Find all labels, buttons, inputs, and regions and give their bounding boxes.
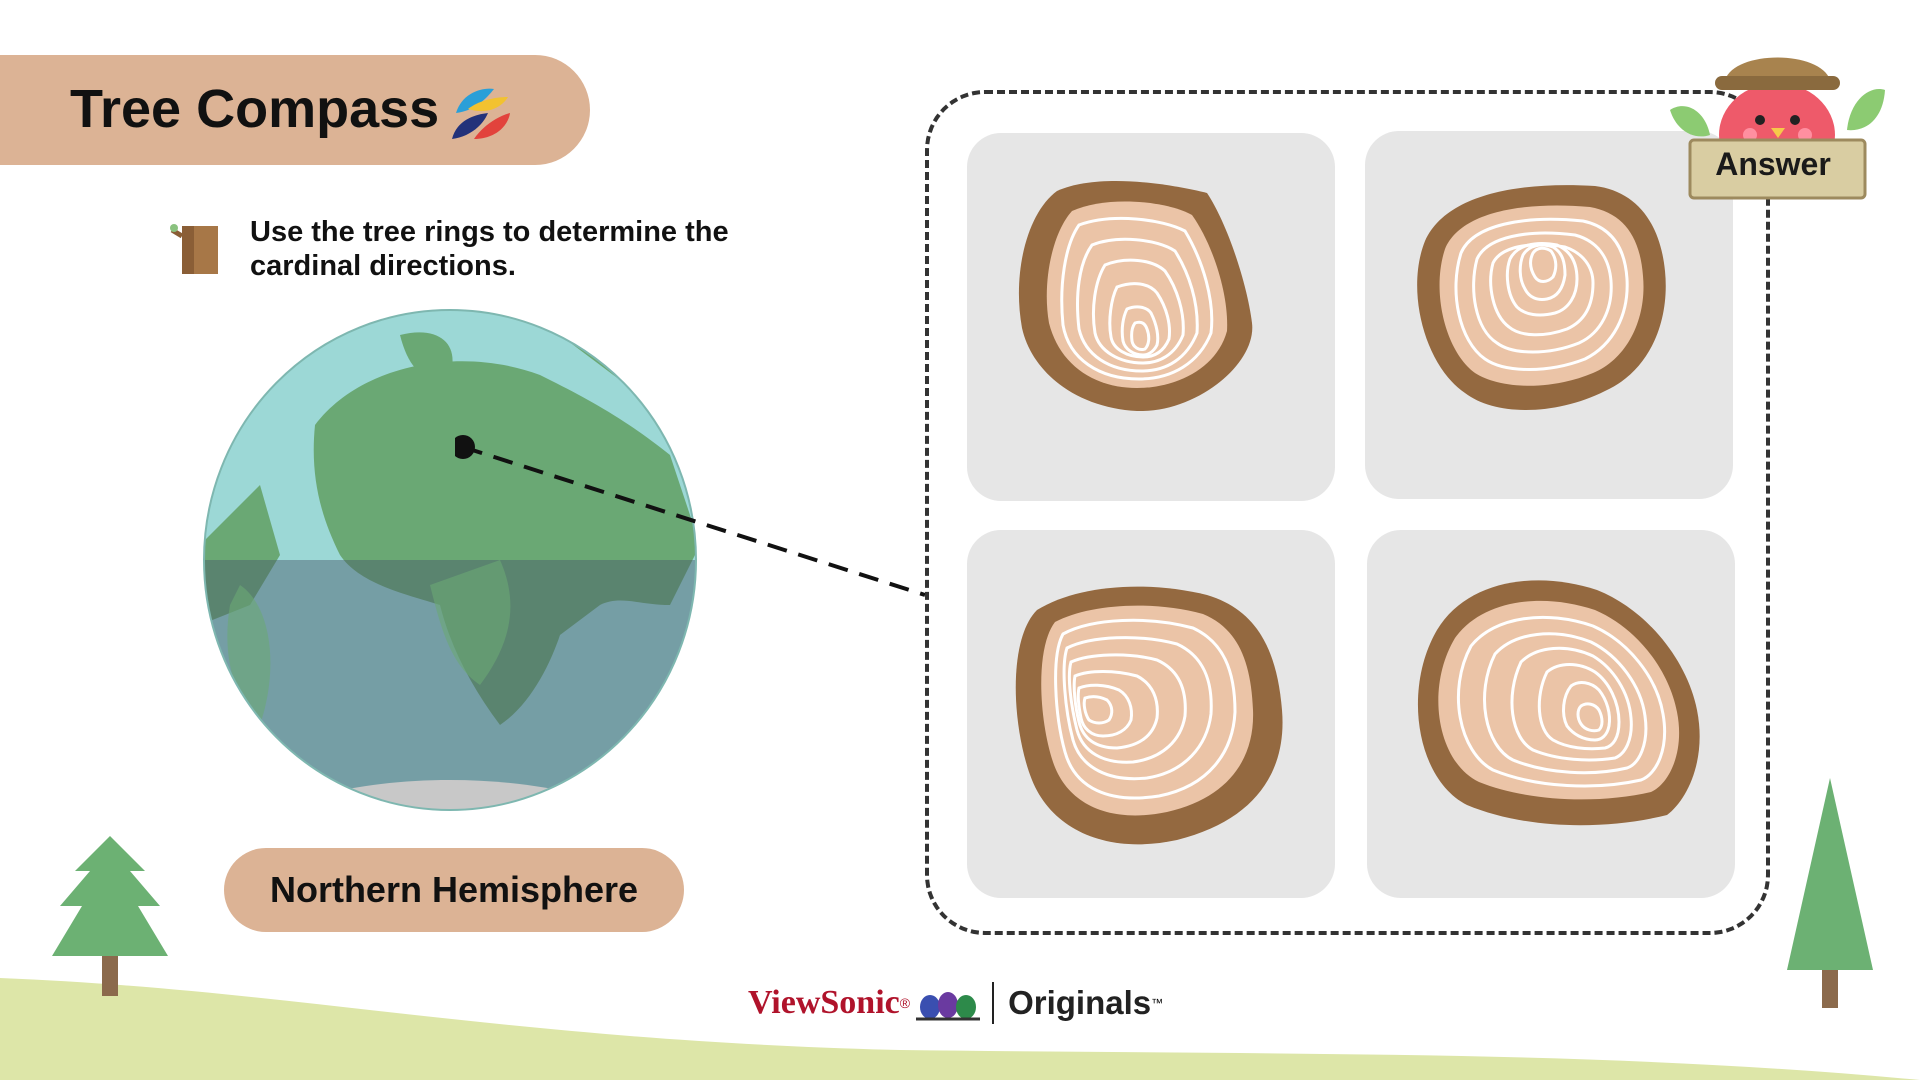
- connector-line: [455, 435, 926, 597]
- location-dot-icon: [455, 435, 475, 459]
- left-wing-icon: [1670, 106, 1710, 137]
- hemisphere-label: Northern Hemisphere: [224, 848, 684, 932]
- tree-ring-card-2[interactable]: [1365, 131, 1733, 499]
- trademark-mark: ™: [1151, 996, 1164, 1010]
- tree-ring-card-1[interactable]: [967, 133, 1335, 501]
- viewsonic-logo: ViewSonic: [748, 984, 900, 1021]
- explorer-hat-icon: [1715, 76, 1840, 90]
- birds-logo-icon: [916, 992, 981, 1021]
- triangle-tree-icon: [1787, 778, 1873, 1008]
- instruction-text: Use the tree rings to determine the card…: [250, 216, 729, 282]
- footer-divider: [992, 982, 995, 1024]
- title-banner: [0, 55, 590, 165]
- colorful-leaf-logo-icon: [452, 88, 510, 139]
- stump-2-icon: [1417, 185, 1666, 411]
- page-title: Tree Compass: [70, 79, 440, 139]
- originals-logo: Originals: [1008, 984, 1152, 1021]
- tree-ring-card-3[interactable]: [967, 530, 1335, 898]
- footer-brand: ViewSonic ® Originals ™: [748, 982, 1163, 1024]
- tree-ring-card-4[interactable]: [1367, 530, 1735, 898]
- tree-stump-icon: [170, 224, 218, 274]
- earth-globe-icon: [203, 309, 697, 811]
- registered-mark: ®: [899, 995, 911, 1011]
- grass-hill: [0, 978, 1920, 1080]
- stump-1-icon: [1018, 181, 1253, 412]
- tree-rings-panel: [925, 90, 1770, 935]
- answer-button[interactable]: [1665, 40, 1890, 225]
- answer-label[interactable]: Answer: [1715, 146, 1831, 182]
- stump-4-icon: [1417, 580, 1700, 826]
- answer-sign-icon: [1688, 138, 1867, 200]
- right-wing-icon: [1847, 89, 1885, 131]
- pine-tree-icon: [52, 836, 168, 996]
- stump-3-icon: [1015, 586, 1283, 845]
